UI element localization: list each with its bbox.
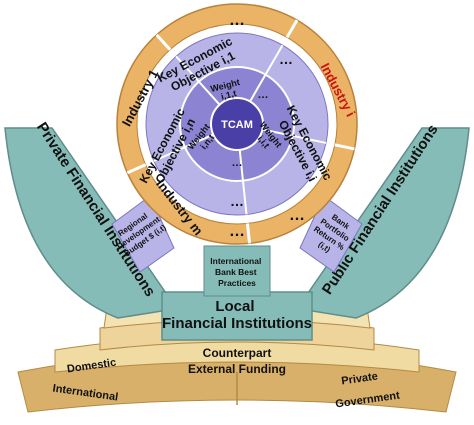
external-funding-label: External Funding	[188, 362, 286, 376]
ellipsis-outer-right: …	[289, 207, 305, 224]
best-practices-label: International Bank Best Practices	[210, 256, 263, 288]
ellipsis-outer-top: …	[229, 12, 245, 29]
ring-divider	[292, 134, 327, 144]
connector-middle	[203, 245, 271, 297]
ring-divider	[262, 128, 293, 137]
private-fi-band	[4, 127, 169, 319]
ring-divider	[175, 55, 200, 83]
ring-divider	[238, 149, 244, 181]
ring-dividers	[126, 19, 355, 244]
tcam-core	[210, 97, 264, 151]
private-label: Private	[341, 371, 379, 388]
ring-divider	[245, 223, 252, 244]
ellipsis-outer-bottom: …	[229, 223, 245, 240]
ring-divider	[241, 180, 248, 215]
ring-divider	[184, 133, 214, 149]
tcam-label: TCAM	[221, 119, 253, 131]
ring-divider	[153, 146, 186, 162]
ring-divider	[285, 19, 299, 39]
ellipsis-weight-bottom: …	[232, 157, 243, 169]
public-fi-band	[305, 127, 470, 319]
ring-divider	[249, 74, 267, 102]
ring-divider	[126, 163, 147, 175]
bank-return-label: Bank Portfolio Return % (i,t)	[306, 208, 359, 261]
ring-divider	[155, 33, 172, 51]
ring-divider	[334, 143, 355, 151]
local-fi-label: Local Financial Institutions	[162, 298, 312, 332]
counterpart-label: Counterpart	[203, 346, 272, 360]
ellipsis-objective-bottom: …	[230, 193, 244, 209]
ring-divider	[264, 44, 284, 76]
ellipsis-objective-top: …	[279, 51, 293, 67]
ring-divider	[198, 80, 221, 106]
ellipsis-weight-top: …	[258, 89, 269, 101]
